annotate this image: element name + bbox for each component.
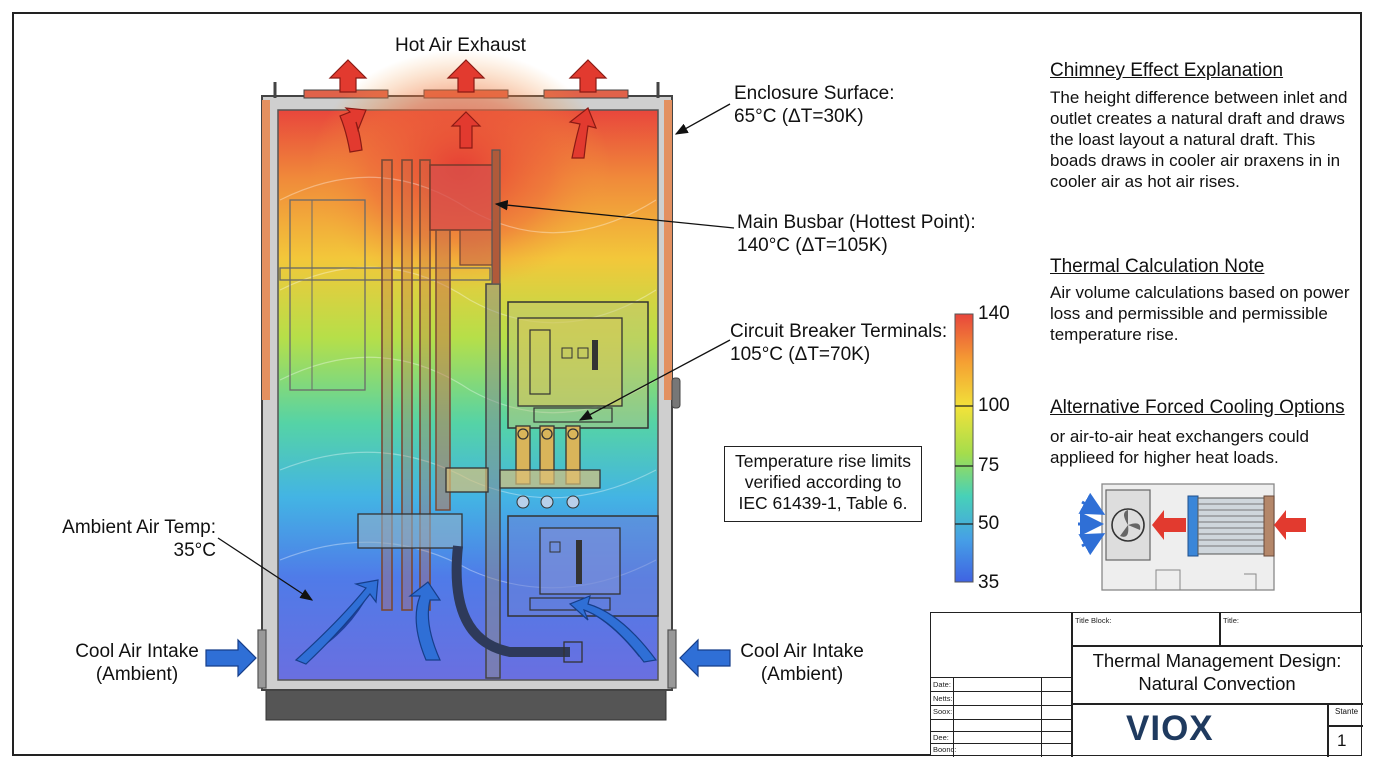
circuit-breaker-label: Circuit Breaker Terminals: 105°C (ΔT=70K… — [730, 321, 948, 365]
title-block-label: Title Block: — [1075, 616, 1112, 625]
scale-tick-100: 100 — [978, 395, 1010, 416]
title-label: Title: — [1223, 616, 1239, 625]
field-notes: Netts: — [933, 694, 953, 703]
upper-circuit-breaker — [507, 301, 649, 429]
busbar-drop — [435, 229, 451, 511]
rising-air-arrows — [339, 107, 597, 159]
din-rail — [279, 267, 491, 281]
field-dee: Dee: — [933, 733, 949, 742]
cool-air-intake-right-label: Cool Air Intake (Ambient) — [740, 641, 864, 685]
scale-tick-50: 50 — [978, 513, 1000, 534]
hot-air-exhaust-label: Hot Air Exhaust — [395, 35, 526, 56]
forced-cooling-title: Alternative Forced Cooling Options — [1050, 397, 1345, 418]
main-busbar — [429, 164, 496, 231]
standard-note-box: Temperature rise limits verified accordi… — [724, 446, 922, 522]
thermal-calculation-body: Air volume calculations based on power l… — [1050, 283, 1350, 344]
heat-exchanger-illustration — [1101, 483, 1275, 591]
mounting-panel — [289, 199, 366, 391]
thermal-calculation-title: Thermal Calculation Note — [1050, 256, 1265, 277]
power-cable — [451, 545, 570, 657]
field-date: Date: — [933, 680, 951, 689]
drawing-frame — [12, 12, 1362, 756]
scale-tick-140: 140 — [978, 303, 1010, 324]
scale-tick-75: 75 — [978, 455, 1000, 476]
enclosure-plinth — [265, 687, 667, 721]
chimney-effect-body: The height difference between inlet and … — [1050, 88, 1348, 191]
main-busbar-label: Main Busbar (Hottest Point): 140°C (ΔT=1… — [737, 212, 976, 256]
right-surface-heat — [664, 100, 672, 400]
exchanger-arrows — [1078, 492, 1306, 556]
field-scale: Soox: — [933, 707, 953, 716]
cable-clamp — [357, 513, 463, 549]
forced-cooling-body: or air-to-air heat exchangers could appl… — [1050, 427, 1309, 467]
chimney-effect-title: Chimney Effect Explanation — [1050, 60, 1284, 81]
cool-air-intake-left-label: Cool Air Intake (Ambient) — [75, 641, 199, 685]
intake-grilles — [257, 629, 677, 689]
sheet-label: Stante — [1335, 707, 1359, 716]
leader-lines — [217, 103, 735, 601]
left-surface-heat — [262, 100, 270, 400]
field-boonc: Boonc: — [933, 745, 957, 754]
scale-tick-35: 35 — [978, 572, 1000, 593]
drawing-title: Thermal Management Design: Natural Conve… — [1092, 650, 1342, 694]
intake-arrows — [205, 638, 731, 678]
enclosure-surface-label: Enclosure Surface: 65°C (ΔT=30K) — [734, 83, 895, 127]
title-block: Title Block: Title: Date: Netts: Soox: D… — [930, 612, 1363, 757]
color-scale-bar — [954, 313, 974, 583]
ambient-air-label: Ambient Air Temp: 35°C — [62, 517, 216, 561]
viox-logo: VIOX — [1126, 709, 1214, 748]
exhaust-arrows — [328, 59, 608, 93]
sheet-number: 1 — [1337, 731, 1347, 750]
